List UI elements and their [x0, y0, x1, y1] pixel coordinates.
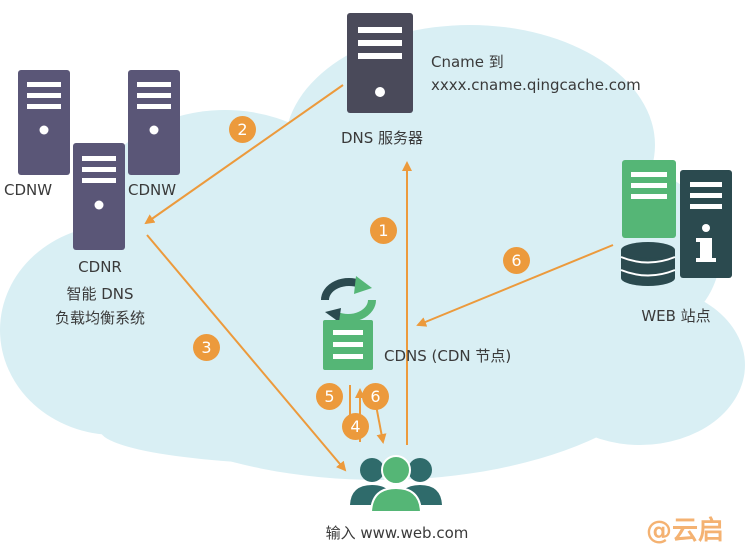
cdnw-right-label: CDNW	[128, 181, 177, 199]
cdnr-label-line3: 负载均衡系统	[54, 309, 146, 327]
step-badge-1: 1	[370, 217, 397, 244]
cdns-node-icon	[323, 320, 373, 370]
step-badge-5: 5	[316, 383, 343, 410]
cdnr-label-line1: CDNR	[78, 258, 122, 276]
cdnr-label-line2: 智能 DNS	[66, 285, 134, 303]
info-icon	[696, 224, 716, 262]
step-badge-2: 2	[229, 116, 256, 143]
dns-server-icon	[347, 13, 413, 113]
dns-note-line1: Cname 到	[431, 53, 504, 71]
cdnr-server-icon	[73, 143, 125, 250]
cdnw-left-server-icon	[18, 70, 70, 175]
step-badge-6-top: 6	[503, 247, 530, 274]
arrow-web-to-cdns	[416, 244, 614, 327]
cdns-label: CDNS (CDN 节点)	[384, 347, 512, 365]
step-badge-3: 3	[193, 334, 220, 361]
step-badge-6-bottom: 6	[362, 383, 389, 410]
refresh-icon	[321, 276, 376, 322]
step-badge-4: 4	[342, 413, 369, 440]
web-site-label: WEB 站点	[641, 307, 711, 325]
database-icon	[620, 242, 676, 286]
cdnw-right-server-icon	[128, 70, 180, 175]
user-label: 输入 www.web.com	[325, 524, 469, 542]
dns-note-line2: xxxx.cname.qingcache.com	[431, 76, 641, 94]
watermark: @云启	[646, 516, 725, 546]
arrow-dns-to-cdnr	[144, 84, 344, 225]
user-group-icon	[350, 455, 442, 513]
flow-arrows	[144, 84, 614, 472]
cdnw-left-label: CDNW	[4, 181, 53, 199]
arrow-cdnr-to-user	[146, 234, 347, 472]
dns-server-label: DNS 服务器	[340, 129, 424, 147]
